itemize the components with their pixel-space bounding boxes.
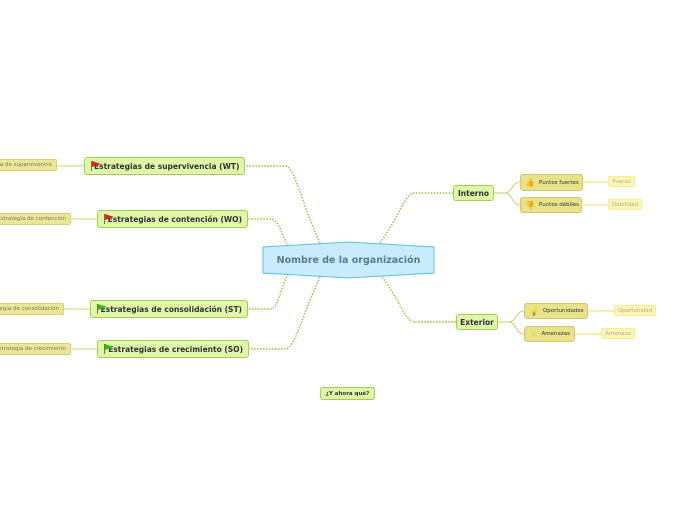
node-exterior[interactable]: Exterior [456, 314, 498, 330]
node-oportunidades[interactable]: 💡Oportunidades [524, 303, 588, 319]
node-label: Estrategias de supervivencia (WT) [94, 161, 240, 171]
leaf-consolidacion[interactable]: egia de consolidación [0, 303, 64, 315]
leaf-crecimiento[interactable]: strategia de crecimiento [0, 343, 71, 355]
lightning-icon: ⚡ [530, 329, 537, 339]
node-st[interactable]: Estrategias de consolidación (ST) [90, 300, 248, 318]
node-label: Estrategias de consolidación (ST) [100, 304, 242, 314]
node-so[interactable]: Estrategias de crecimiento (SO) [97, 340, 249, 358]
red-flag-icon [103, 214, 111, 224]
node-label: Estrategias de contención (WO) [107, 214, 242, 224]
leaf-fuerza[interactable]: Fuerza [608, 176, 635, 187]
lightbulb-icon: 💡 [529, 306, 539, 316]
node-label: Oportunidades [542, 308, 584, 314]
floating-node[interactable]: ¿Y ahora qué? [320, 387, 375, 400]
leaf-supervivencia[interactable]: ia de supervivencia [0, 159, 57, 171]
green-flag-icon [96, 304, 103, 314]
node-label: Puntos fuertes [538, 179, 579, 186]
node-puntos-fuertes[interactable]: 👍Puntos fuertes [520, 174, 583, 191]
leaf-amenaza[interactable]: Amenaza [601, 328, 635, 339]
central-node-shape[interactable] [262, 241, 435, 279]
leaf-oportunidad[interactable]: Oportunidad [614, 305, 656, 316]
green-flag-icon [103, 344, 117, 354]
thumbs-down-icon: 👎 [525, 200, 535, 210]
node-puntos-debiles[interactable]: 👎Puntos débiles [520, 197, 582, 213]
thumbs-up-icon: 👍 [525, 178, 535, 187]
node-interno[interactable]: Interno [453, 185, 494, 201]
node-label: Puntos débiles [538, 202, 579, 208]
central-node[interactable]: Nombre de la organización [276, 254, 421, 266]
node-amenazas[interactable]: ⚡ Amenazas [524, 326, 575, 342]
node-label: Amenazas [541, 331, 570, 337]
leaf-contencion[interactable]: Estrategia de contención [0, 213, 71, 225]
node-wt[interactable]: Estrategias de supervivencia (WT) [84, 157, 245, 175]
leaf-debilidad[interactable]: Debilidad [608, 199, 642, 210]
node-wo[interactable]: Estrategias de contención (WO) [97, 210, 248, 228]
node-label: Estrategias de crecimiento (SO) [108, 344, 243, 354]
